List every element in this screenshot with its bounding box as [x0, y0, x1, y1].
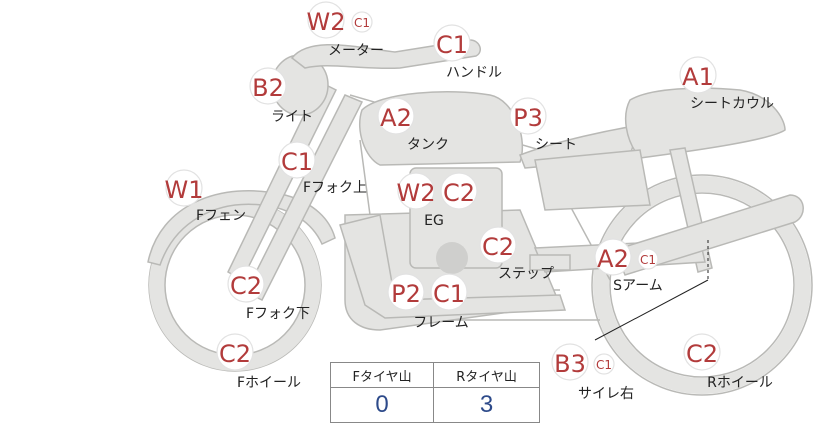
grade-badge — [479, 226, 517, 264]
part-step: C2 ステップ — [479, 226, 554, 282]
handlebar-shape — [290, 39, 481, 70]
grade-code: A1 — [682, 63, 714, 91]
grade-badge — [377, 97, 415, 135]
part-label: メーター — [328, 43, 384, 59]
grade-badge-2 — [430, 273, 468, 311]
grade-code: C2 — [230, 272, 262, 300]
part-ffender: W1 Fフェン — [165, 169, 246, 224]
part-frame: P2 C1 フレーム — [387, 273, 469, 331]
tire-tread-table: Fタイヤ山 Rタイヤ山 0 3 — [329, 362, 540, 423]
step-shape — [529, 254, 571, 271]
rear-tread-value: 3 — [433, 387, 540, 423]
grade-code: B2 — [252, 74, 284, 102]
part-ffork-lower: C2 Fフォク下 — [227, 265, 310, 322]
part-seat: P3 シート — [509, 97, 577, 153]
silencer-shape — [614, 194, 804, 276]
grade-badge — [433, 24, 471, 62]
front-fork-shape — [244, 94, 364, 302]
subgrade-badge — [637, 248, 659, 270]
grade-code: W2 — [397, 179, 436, 207]
grade-badge — [307, 1, 345, 39]
part-silencer-right: B3 C1 サイレ右 — [551, 343, 634, 402]
part-label: Fホイール — [237, 375, 301, 391]
grade-badge — [509, 97, 547, 135]
grade-badge — [249, 67, 287, 105]
subgrade-code: C1 — [354, 16, 370, 30]
grade-badge — [679, 56, 717, 94]
part-label: ステップ — [498, 266, 554, 282]
part-swingarm: A2 C1 Sアーム — [594, 238, 663, 294]
grade-code: C1 — [436, 31, 468, 59]
grade-code: P3 — [513, 104, 543, 132]
silencer-leader-line — [594, 279, 709, 341]
part-label: Fフェン — [196, 208, 246, 224]
grade-code-2: C2 — [443, 179, 475, 207]
part-fwheel: C2 Fホイール — [216, 333, 301, 391]
grade-code: C1 — [281, 148, 313, 176]
subgrade-code: C1 — [596, 358, 612, 372]
grade-badge — [216, 333, 254, 371]
front-tread-header: Fタイヤ山 — [329, 362, 435, 388]
grade-code: C2 — [482, 233, 514, 261]
part-label: サイレ右 — [578, 386, 634, 402]
part-meter: W2 C1 メーター — [307, 1, 384, 59]
part-label: フレーム — [413, 315, 469, 331]
grade-badge — [551, 343, 589, 381]
part-handle: C1 ハンドル — [433, 24, 502, 81]
part-label: タンク — [407, 137, 449, 153]
part-label: Fフォク上 — [303, 180, 367, 196]
part-tank: A2 タンク — [377, 97, 449, 153]
part-label: EG — [424, 213, 444, 229]
grade-code-2: C1 — [433, 280, 465, 308]
part-label: Fフォク下 — [246, 306, 310, 322]
part-light: B2 ライト — [249, 67, 313, 125]
tread-value-row: 0 3 — [329, 387, 540, 423]
grade-code: C2 — [686, 340, 718, 368]
grade-badge — [397, 172, 435, 210]
part-rwheel: C2 Rホイール — [683, 333, 773, 391]
part-label: ライト — [271, 109, 313, 125]
subgrade-code: C1 — [640, 253, 656, 267]
grade-badge — [387, 273, 425, 311]
part-seatcowl: A1 シートカウル — [679, 56, 774, 112]
grade-badge-2 — [440, 172, 478, 210]
grade-badge — [227, 265, 265, 303]
part-label: ハンドル — [446, 65, 502, 81]
part-label: シートカウル — [690, 96, 774, 112]
subgrade-badge — [593, 353, 615, 375]
sidecover-shape — [534, 149, 651, 211]
engine-cover-shape — [436, 242, 468, 274]
subgrade-badge — [351, 11, 373, 33]
grade-badge — [683, 333, 721, 371]
grade-code: A2 — [597, 245, 629, 273]
rear-wheel-shape — [591, 174, 813, 396]
grade-code: B3 — [554, 350, 586, 378]
part-label: Sアーム — [613, 278, 663, 294]
grade-badge — [278, 141, 316, 179]
grade-code: P2 — [391, 280, 421, 308]
exhaust-pipe-shape — [339, 214, 567, 319]
part-label: Rホイール — [707, 375, 773, 391]
grade-code: C2 — [219, 340, 251, 368]
grade-badge — [165, 169, 203, 207]
tread-header-row: Fタイヤ山 Rタイヤ山 — [329, 362, 540, 388]
grade-code: W1 — [165, 176, 204, 204]
part-label: シート — [535, 137, 577, 153]
grade-code: W2 — [307, 8, 346, 36]
part-ffork-upper: C1 Fフォク上 — [278, 141, 367, 196]
front-tread-value: 0 — [329, 387, 435, 423]
rear-tread-header: Rタイヤ山 — [433, 362, 540, 388]
grade-badge — [594, 238, 632, 276]
part-engine: W2 C2 EG — [397, 172, 478, 229]
grade-code: A2 — [380, 104, 412, 132]
